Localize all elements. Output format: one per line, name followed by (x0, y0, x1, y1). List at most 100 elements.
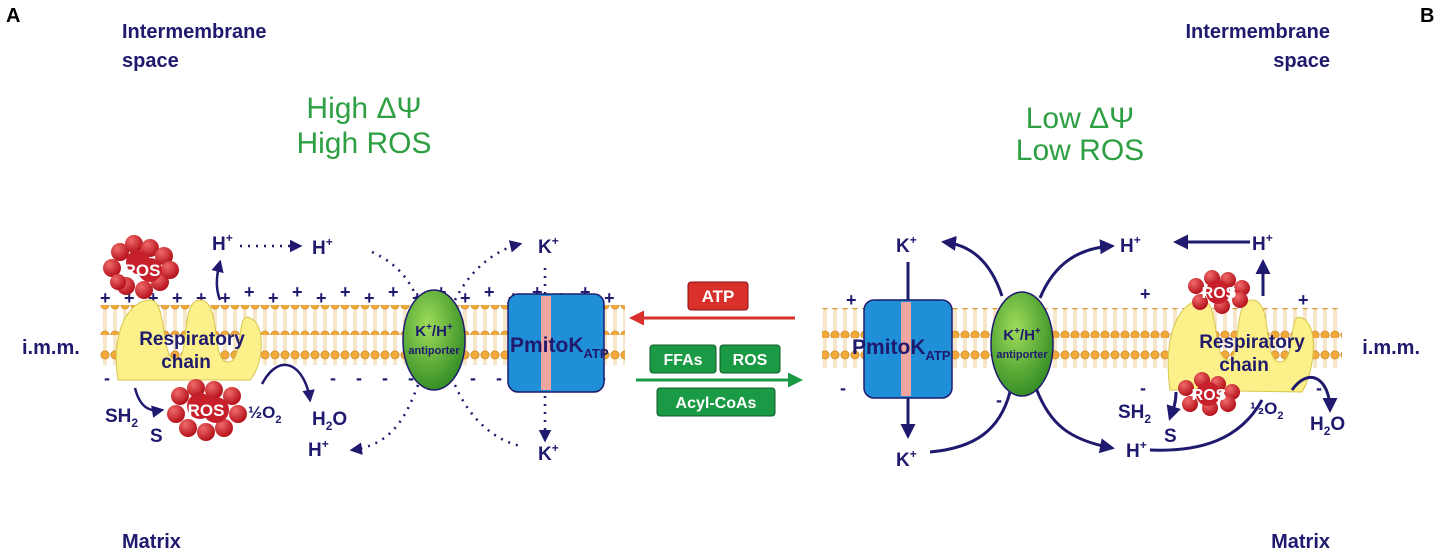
svg-text:+: + (220, 288, 231, 308)
center-ros-label: ROS (733, 352, 768, 369)
svg-text:-: - (408, 368, 414, 388)
svg-text:+: + (580, 282, 591, 302)
right-sh2: SH2 (1118, 402, 1151, 426)
right-minus-signs: -- -- (840, 378, 1322, 410)
left-resp-line1: Respiratory (139, 329, 245, 350)
right-intermembrane-line2: space (1273, 50, 1330, 72)
right-state-line1: Low ΔΨ (1026, 102, 1134, 135)
left-imm-label: i.m.m. (22, 337, 80, 359)
left-ros-bottom-cluster: ROS (167, 379, 247, 441)
panel-label-a: A (6, 5, 20, 27)
svg-text:K+/H+: K+/H+ (1003, 326, 1041, 344)
left-h2o: H2O (312, 409, 347, 433)
right-half-o2: ½O2 (1250, 399, 1284, 422)
atp-label: ATP (702, 287, 735, 306)
right-h2o: H2O (1310, 414, 1345, 438)
svg-text:-: - (840, 378, 846, 398)
atp-box (687, 281, 749, 311)
left-kh-antiporter: K+/H+ antiporter (402, 289, 466, 391)
right-kh-antiporter: K+/H+ antiporter (990, 291, 1054, 397)
svg-text:+: + (364, 288, 375, 308)
acyl-coas-box (656, 387, 776, 417)
svg-text:-: - (330, 368, 336, 388)
right-panel: Intermembrane space Matrix Low ΔΨ Low RO… (822, 21, 1420, 553)
right-pmitok-atp-channel: PmitoKATP (852, 299, 953, 399)
svg-text:+: + (316, 288, 327, 308)
svg-text:-: - (382, 368, 388, 388)
svg-text:K+/H+: K+/H+ (415, 322, 453, 340)
left-state-line1: High ΔΨ (306, 92, 421, 125)
svg-text:-: - (104, 368, 110, 388)
svg-text:+: + (196, 288, 207, 308)
right-state-line2: Low ROS (1016, 134, 1144, 167)
right-resp-line1: Respiratory (1199, 332, 1305, 353)
left-h-top-2: H+ (312, 235, 333, 259)
left-ros-top-label: ROS (124, 261, 161, 280)
ffas-box (649, 344, 717, 374)
svg-text:+: + (292, 282, 303, 302)
right-h-bottom: H+ (1126, 438, 1147, 462)
svg-text:+: + (244, 282, 255, 302)
right-ros-bottom-cluster: ROS (1178, 372, 1240, 416)
svg-text:+: + (604, 288, 615, 308)
right-h-top-1: H+ (1120, 233, 1141, 257)
svg-text:+: + (124, 288, 135, 308)
svg-text:-: - (496, 368, 502, 388)
right-k-top: K+ (896, 233, 917, 257)
right-intermembrane-line1: Intermembrane (1186, 21, 1331, 43)
acyl-coas-label: Acyl-CoAs (676, 395, 757, 412)
svg-text:+: + (100, 288, 111, 308)
svg-text:+: + (532, 282, 543, 302)
left-intermembrane-line1: Intermembrane (122, 21, 267, 43)
right-ros-top-cluster: ROS (1188, 270, 1250, 314)
left-k-bottom: K+ (538, 441, 559, 465)
left-resp-line2: chain (161, 352, 211, 373)
right-ros-bottom-label: ROS (1192, 387, 1227, 404)
right-ros-top-label: ROS (1202, 285, 1237, 302)
right-s: S (1164, 426, 1177, 447)
svg-text:-: - (470, 368, 476, 388)
svg-text:antiporter: antiporter (408, 345, 460, 357)
svg-text:+: + (268, 288, 279, 308)
left-ros-bottom-label: ROS (188, 401, 225, 420)
right-k-bottom: K+ (896, 447, 917, 471)
left-s: S (150, 426, 163, 447)
left-panel: Intermembrane space Matrix High ΔΨ High … (22, 21, 625, 553)
svg-text:PmitoKATP: PmitoKATP (852, 336, 951, 363)
svg-text:+: + (388, 282, 399, 302)
left-ros-top-cluster: ROS (103, 235, 179, 299)
svg-text:+: + (340, 282, 351, 302)
right-resp-line2: chain (1219, 355, 1269, 376)
ffas-label: FFAs (663, 352, 702, 369)
svg-text:-: - (996, 390, 1002, 410)
svg-text:-: - (356, 368, 362, 388)
left-pmitok-atp-channel: PmitoKATP (507, 293, 609, 393)
right-h-top-2: H+ (1252, 231, 1273, 255)
right-matrix-label: Matrix (1271, 531, 1330, 553)
left-sh2: SH2 (105, 406, 138, 430)
left-arrows (133, 239, 552, 455)
right-imm-label: i.m.m. (1362, 337, 1420, 359)
left-half-o2: ½O2 (248, 403, 282, 426)
left-k-top: K+ (538, 234, 559, 258)
svg-text:-: - (1316, 378, 1322, 398)
svg-text:+: + (460, 288, 471, 308)
left-h-bottom: H+ (308, 437, 329, 461)
left-state-line2: High ROS (296, 127, 431, 160)
right-respiratory-chain: Respiratory chain (1167, 299, 1314, 393)
svg-text:+: + (1140, 284, 1151, 304)
left-respiratory-chain: Respiratory chain (115, 299, 262, 381)
svg-text:+: + (484, 282, 495, 302)
svg-text:+: + (148, 288, 159, 308)
panel-label-b: B (1420, 5, 1434, 27)
svg-text:-: - (1140, 378, 1146, 398)
svg-text:+: + (846, 290, 857, 310)
svg-text:antiporter: antiporter (996, 349, 1048, 361)
svg-text:+: + (1298, 290, 1309, 310)
left-matrix-label: Matrix (122, 531, 181, 553)
svg-text:PmitoKATP: PmitoKATP (510, 334, 609, 361)
center-ros-box (719, 344, 781, 374)
left-h-top-1: H+ (212, 231, 233, 255)
